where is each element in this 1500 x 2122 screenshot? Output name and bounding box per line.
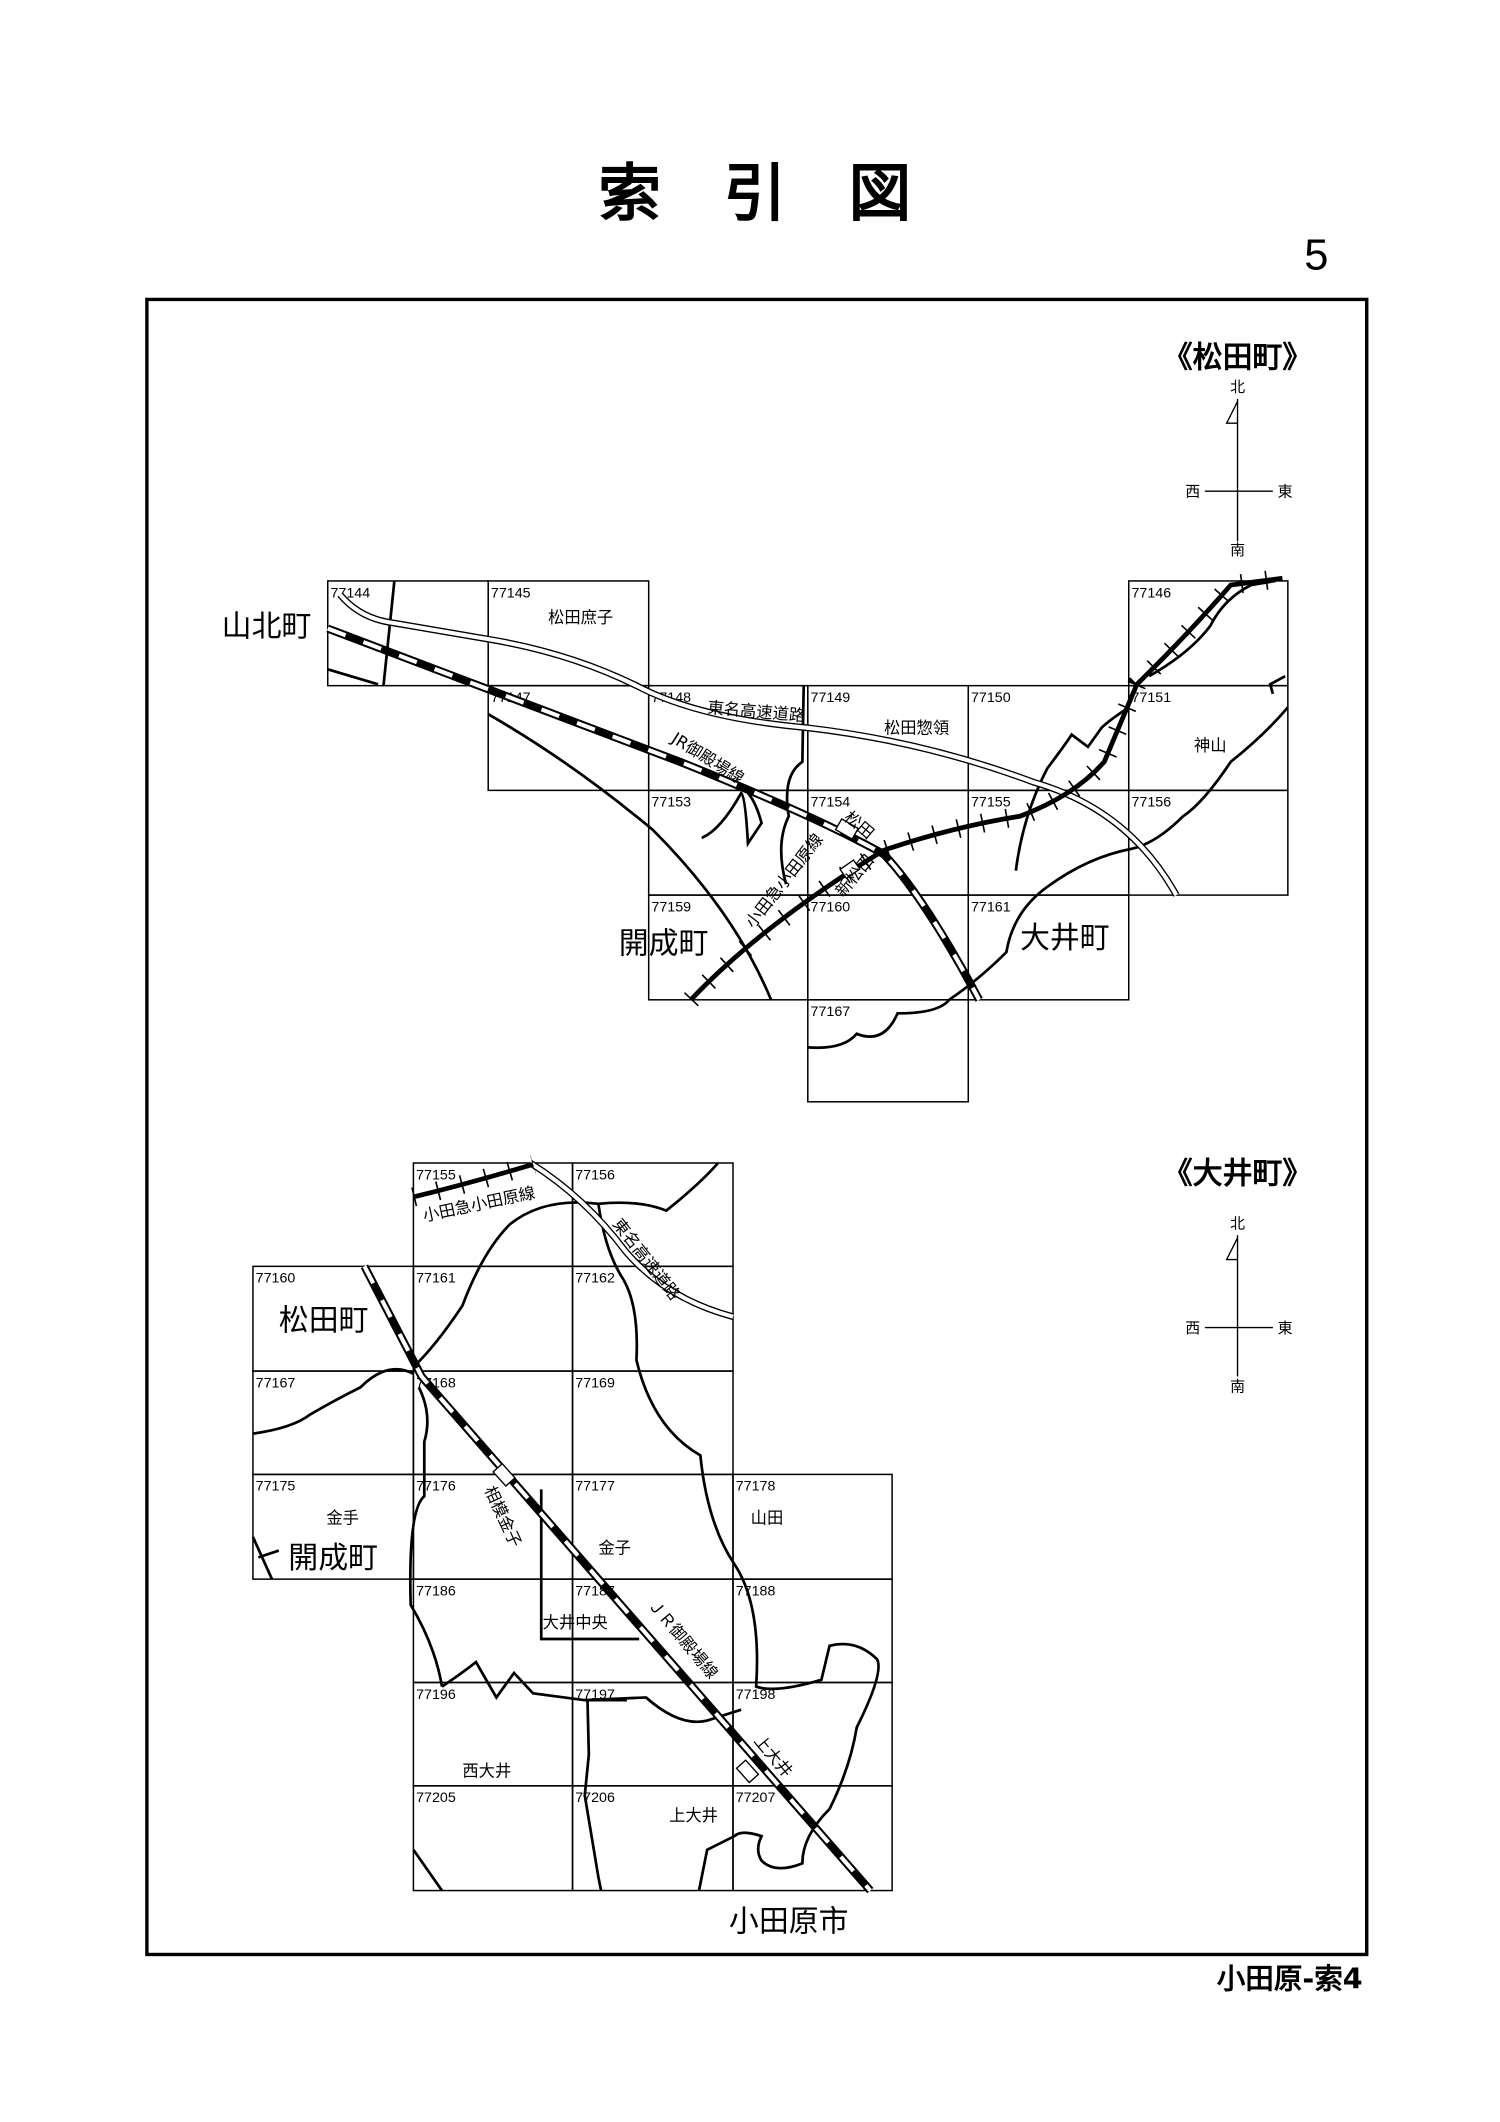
label-highway: 東名高速道路	[707, 698, 806, 725]
grid-cell-id: 77150	[971, 690, 1011, 706]
area-nishi-oi: 西大井	[462, 1761, 511, 1780]
oi-map: 《大井町》 北 西 東 南 77155 77156 77160 77161 77162 7…	[251, 1155, 1313, 1939]
grid-cell-id: 77156	[575, 1167, 615, 1183]
grid-cell-id: 77153	[651, 795, 691, 811]
grid-cell-id: 77160	[256, 1271, 296, 1287]
grid-cell-id: 77151	[1131, 690, 1171, 706]
grid-cell-id: 77188	[736, 1583, 776, 1599]
highway-road-inner	[338, 593, 1179, 897]
jr-gotemba-line	[326, 624, 983, 1002]
compass-south: 南	[1230, 1377, 1245, 1395]
station-sagamikaneko-icon	[492, 1462, 516, 1488]
grid-cell-id: 77198	[736, 1687, 776, 1703]
compass-north: 北	[1230, 1214, 1245, 1232]
compass-east: 東	[1278, 1319, 1293, 1337]
matsuda-heading: 《松田町》	[1163, 340, 1313, 375]
station-matsuda-icon	[834, 818, 860, 841]
north-arrow-icon	[1204, 1235, 1273, 1377]
area-oi-chuo: 大井中央	[543, 1613, 608, 1632]
compass-south: 南	[1230, 541, 1245, 559]
grid-cell-id: 77206	[575, 1790, 615, 1806]
grid-cell-id: 77156	[1131, 795, 1171, 811]
station-kamiooi-icon	[735, 1759, 760, 1784]
area-yamada: 山田	[751, 1508, 784, 1527]
label-station-shinmatsuda: 新松田	[832, 851, 878, 901]
grid-cell-id: 77169	[575, 1375, 615, 1391]
page-number: 5	[1304, 232, 1328, 280]
area-kanate: 金手	[326, 1508, 359, 1527]
grid-cell-id: 77149	[811, 690, 851, 706]
area-kamiyama: 神山	[1194, 736, 1227, 755]
label-highway: 東名高速道路	[609, 1215, 684, 1304]
boundary-line	[251, 1162, 880, 1892]
grid-cell-id: 77167	[811, 1004, 851, 1020]
grid-cell-id: 77154	[811, 795, 851, 811]
odakyu-line	[689, 575, 1283, 1002]
grid-cell-id: 77176	[416, 1479, 456, 1495]
grid-cell-id: 77161	[416, 1271, 456, 1287]
north-arrow-icon	[1204, 398, 1273, 542]
grid-cell-id: 77144	[330, 585, 370, 601]
compass-east: 東	[1278, 483, 1293, 501]
grid-cell-id: 77175	[256, 1479, 296, 1495]
footer-label: 小田原-索4	[1217, 1961, 1363, 1995]
area-kaneko: 金子	[598, 1538, 631, 1557]
grid-cell-id: 77155	[971, 795, 1011, 811]
grid-cell-id: 77178	[736, 1479, 776, 1495]
grid-cell-id: 77177	[575, 1479, 615, 1495]
grid-cell-id: 77207	[736, 1790, 776, 1806]
boundary-line	[327, 579, 1289, 1050]
town-yamakita: 山北町	[222, 610, 312, 645]
map-frame	[145, 297, 1369, 1957]
compass-matsuda: 北 西 東 南	[1185, 378, 1292, 559]
grid-cell-id: 77162	[575, 1271, 615, 1287]
jr-gotemba-line-inner	[362, 1265, 872, 1892]
grid-cell-id: 77205	[416, 1790, 456, 1806]
grid-cell-id: 77161	[971, 899, 1011, 915]
grid-cell-id: 77186	[416, 1583, 456, 1599]
grid-cell-id: 77160	[811, 899, 851, 915]
town-matsuda: 松田町	[279, 1303, 369, 1338]
grid-cell-id: 77159	[651, 899, 691, 915]
area-matsuda-soryo: 松田惣領	[884, 718, 949, 737]
compass-oi: 北 西 東 南	[1185, 1214, 1292, 1395]
town-oi: 大井町	[1020, 921, 1110, 956]
compass-west: 西	[1185, 483, 1200, 501]
grid-cell-id: 77155	[416, 1167, 456, 1183]
grid-cell-id: 77145	[491, 585, 531, 601]
area-matsuda-soshi: 松田庶子	[548, 608, 613, 627]
oi-heading: 《大井町》	[1163, 1156, 1313, 1191]
compass-west: 西	[1185, 1319, 1200, 1337]
highway-road	[337, 592, 1180, 897]
grid-cell-id: 77146	[1131, 585, 1171, 601]
grid-cell-id: 77196	[416, 1687, 456, 1703]
odakyu-line	[412, 1162, 534, 1200]
compass-north: 北	[1230, 378, 1245, 396]
town-kaisei: 開成町	[288, 1541, 378, 1576]
town-odawara: 小田原市	[729, 1904, 849, 1939]
grid-cell	[967, 894, 1130, 1001]
page-title: 索 引 図	[598, 157, 911, 230]
odakyu-line-ticks	[683, 568, 1284, 1007]
station-shinmatsuda-icon	[839, 859, 861, 880]
area-kami-oi: 上大井	[669, 1806, 718, 1825]
town-kaisei: 開成町	[619, 927, 709, 962]
grid-cell	[807, 999, 970, 1103]
grid-cell-id: 77167	[256, 1375, 296, 1391]
highway-road-inner	[529, 1161, 734, 1319]
